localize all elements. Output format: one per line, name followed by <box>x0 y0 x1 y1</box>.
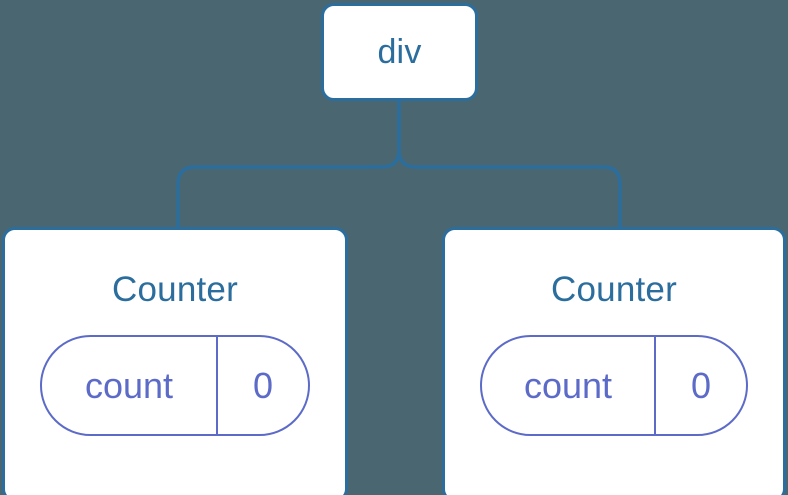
node-counter-left[interactable]: Counter count 0 <box>2 227 348 495</box>
state-value-left: 0 <box>216 337 308 434</box>
state-key-left: count <box>84 364 174 406</box>
state-value-right: 0 <box>654 337 746 434</box>
edge-root-to-right-child <box>397 101 622 227</box>
state-pill-right[interactable]: count 0 <box>480 335 748 436</box>
edge-root-to-left-child <box>176 101 401 227</box>
node-counter-right-label: Counter <box>551 270 677 309</box>
node-counter-right[interactable]: Counter count 0 <box>442 227 786 495</box>
node-counter-left-label: Counter <box>112 270 238 309</box>
node-div[interactable]: div <box>321 3 478 101</box>
node-div-label: div <box>377 33 422 71</box>
state-pill-left[interactable]: count 0 <box>40 335 310 436</box>
state-key-right: count <box>523 364 613 406</box>
